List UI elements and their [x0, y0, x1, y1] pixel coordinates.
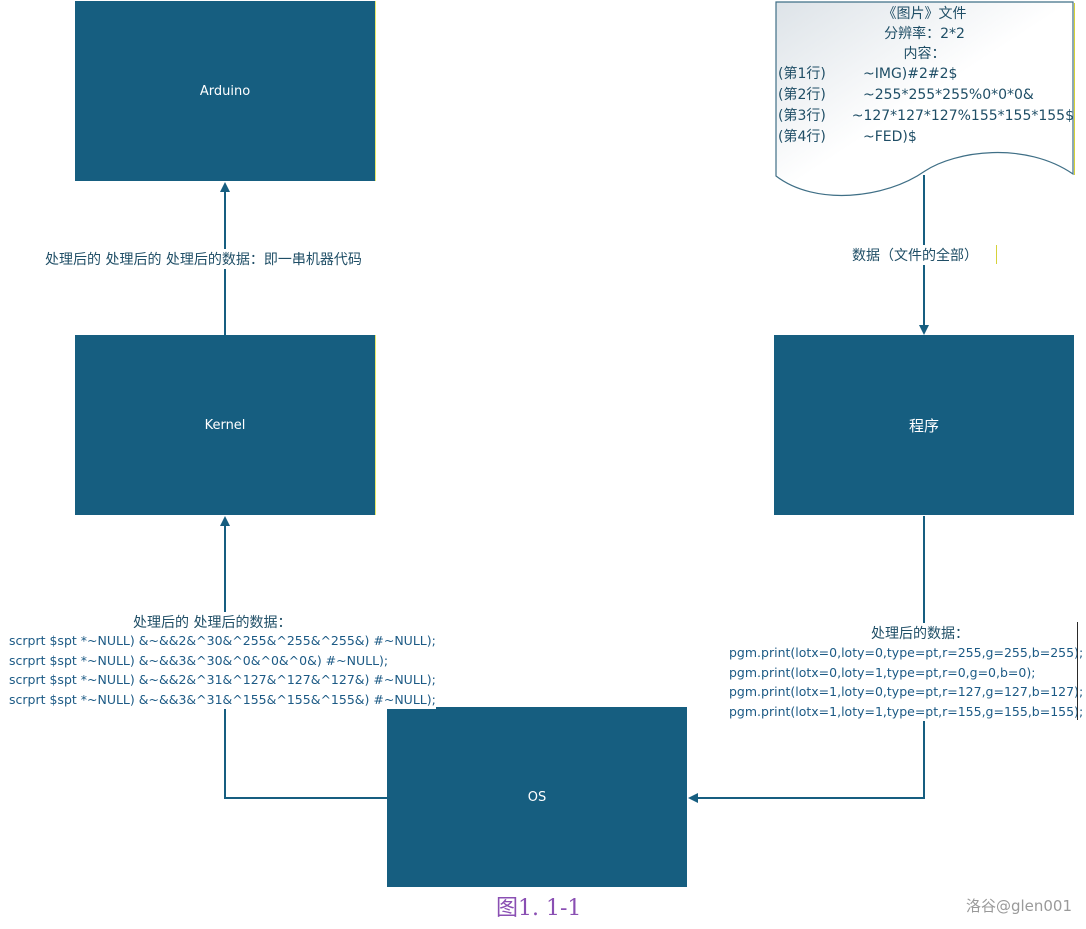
- edge-label-os-to-kernel-title: 处理后的 处理后的数据：: [133, 612, 292, 632]
- program-to-os-code: pgm.print(lotx=0,loty=0,type=pt,r=255,g=…: [729, 643, 1084, 721]
- doc-row-label: (第3行): [778, 108, 826, 124]
- node-kernel[interactable]: Kernel: [75, 335, 376, 515]
- arrow-os-to-kernel: [220, 516, 387, 799]
- edge-label-kernel-to-arduino: 处理后的 处理后的 处理后的数据：即一串机器代码: [45, 249, 362, 269]
- node-program-label: 程序: [908, 416, 939, 435]
- doc-row-value: ~IMG)#2#2$: [863, 66, 958, 82]
- edge-label-program-to-os-title: 处理后的数据：: [871, 623, 969, 643]
- node-program[interactable]: 程序: [774, 335, 1074, 515]
- node-arduino-label: Arduino: [199, 83, 251, 99]
- code-line: pgm.print(lotx=0,loty=0,type=pt,r=255,g=…: [729, 645, 1084, 660]
- code-line: scrprt $spt *~NULL) &~&&3&^30&^0&^0&^0&)…: [9, 652, 389, 668]
- doc-row-label: (第2行): [778, 87, 826, 103]
- node-os-label: OS: [527, 789, 547, 805]
- doc-resolution: 分辨率：2*2: [884, 26, 965, 42]
- text-box-edge: [1077, 622, 1078, 720]
- code-line: scrprt $spt *~NULL) &~&&2&^31&^127&^127&…: [9, 672, 436, 687]
- node-os[interactable]: OS: [387, 707, 687, 887]
- arrow-program-to-os: [688, 516, 925, 803]
- code-line: pgm.print(lotx=1,loty=1,type=pt,r=155,g=…: [729, 703, 1084, 719]
- doc-row-value: ~127*127*127%155*155*155$: [851, 108, 1074, 124]
- doc-row-value: ~255*255*255%0*0*0&: [863, 87, 1034, 103]
- doc-content-label: 内容：: [903, 46, 946, 62]
- code-line: pgm.print(lotx=0,loty=1,type=pt,r=0,g=0,…: [729, 664, 1036, 680]
- figure-caption: 图1. 1-1: [496, 896, 582, 921]
- document-shape: [775, 1, 1074, 197]
- doc-title: 《图片》文件: [882, 6, 967, 22]
- os-to-kernel-code: scrprt $spt *~NULL) &~&&2&^30&^255&^255&…: [9, 631, 436, 709]
- code-line: scrprt $spt *~NULL) &~&&2&^30&^255&^255&…: [9, 633, 436, 648]
- node-kernel-label: Kernel: [204, 417, 246, 433]
- code-line: pgm.print(lotx=1,loty=0,type=pt,r=127,g=…: [729, 684, 1084, 699]
- doc-row-label: (第4行): [778, 129, 826, 145]
- node-arduino[interactable]: Arduino: [75, 1, 376, 181]
- doc-row: (第2行) ~255*255*255%0*0*0&: [775, 85, 1074, 106]
- edge-label-doc-to-program: 数据（文件的全部）: [852, 245, 978, 265]
- doc-row: (第4行) ~FED)$: [775, 127, 1074, 148]
- doc-row: (第1行) ~IMG)#2#2$: [775, 64, 1074, 85]
- doc-row-value: ~FED)$: [863, 129, 917, 145]
- watermark: 洛谷@glen001: [965, 897, 1072, 915]
- document-content: 《图片》文件 分辨率：2*2 内容： (第1行) ~IMG)#2#2$ (第2行…: [775, 4, 1074, 148]
- code-line: scrprt $spt *~NULL) &~&&3&^31&^155&^155&…: [9, 691, 436, 707]
- doc-edge-highlight: [1074, 3, 1075, 175]
- doc-row: (第3行) ~127*127*127%155*155*155$: [775, 106, 1074, 127]
- text-cursor: [996, 245, 997, 264]
- doc-row-label: (第1行): [778, 66, 826, 82]
